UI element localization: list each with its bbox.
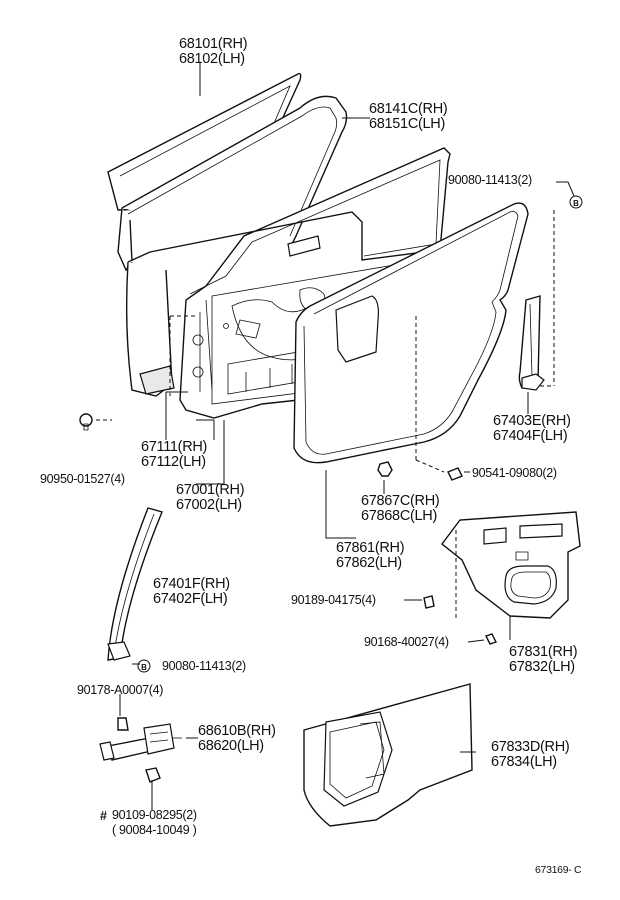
glass-run-drawing bbox=[117, 95, 348, 272]
label-bolt-alt2: ( 90084-10049 ) bbox=[112, 823, 197, 837]
fastener-drawings bbox=[79, 413, 497, 645]
label-nut-a: 90189-04175(4) bbox=[291, 593, 376, 607]
label-door-assy-rh: 67001(RH) bbox=[176, 482, 245, 498]
service-cover-drawing bbox=[303, 683, 473, 827]
door-trim-drawing bbox=[441, 511, 581, 619]
label-clip-left: 90950-01527(4) bbox=[40, 472, 125, 486]
callout-b-bottom: B bbox=[137, 659, 151, 673]
label-inner-panel-lh: 67112(LH) bbox=[141, 454, 206, 470]
label-clip-right: 90541-09080(2) bbox=[472, 466, 557, 480]
label-glass-run-lh: 68151C(LH) bbox=[369, 116, 445, 132]
label-service-sheet-lh: 67834(LH) bbox=[491, 754, 557, 770]
callout-b-top: B bbox=[569, 195, 583, 209]
footnote-mark: # bbox=[100, 809, 107, 823]
label-rear-sash-rh: 67403E(RH) bbox=[493, 413, 571, 429]
svg-text:B: B bbox=[573, 199, 579, 208]
label-checker-lh: 68620(LH) bbox=[198, 738, 264, 754]
label-glass-lh: 68102(LH) bbox=[179, 51, 245, 67]
label-inner-panel-rh: 67111(RH) bbox=[141, 439, 208, 455]
label-seal-clip-lh: 67868C(LH) bbox=[361, 508, 437, 524]
leader-lines bbox=[96, 62, 575, 810]
label-rear-sash-lh: 67404F(LH) bbox=[493, 428, 568, 444]
rear-sash-drawing bbox=[518, 295, 545, 391]
label-bolt-alt1: 90109-08295(2) bbox=[112, 808, 197, 822]
label-weatherstrip-rh: 67861(RH) bbox=[336, 540, 405, 556]
label-door-assy-lh: 67002(LH) bbox=[176, 497, 242, 513]
label-screw-b-bottom: 90080-11413(2) bbox=[162, 659, 246, 673]
label-checker-bolt: 90178-A0007(4) bbox=[77, 683, 164, 697]
label-trim-board-rh: 67831(RH) bbox=[509, 644, 578, 660]
label-checker-rh: 68610B(RH) bbox=[198, 723, 276, 739]
weatherstrip-drawing bbox=[293, 202, 529, 464]
label-screw-b-top: 90080-11413(2) bbox=[448, 173, 532, 187]
label-service-sheet-rh: 67833D(RH) bbox=[491, 739, 570, 755]
front-sash-drawing bbox=[107, 507, 163, 661]
label-weatherstrip-lh: 67862(LH) bbox=[336, 555, 402, 571]
label-glass-run-rh: 68141C(RH) bbox=[369, 101, 448, 117]
label-glass-rh: 68101(RH) bbox=[179, 36, 248, 52]
label-front-sash-rh: 67401F(RH) bbox=[153, 576, 230, 592]
label-seal-clip-rh: 67867C(RH) bbox=[361, 493, 440, 509]
diagram-id: 673169- C bbox=[535, 864, 582, 876]
service-hole-drawing bbox=[335, 295, 379, 363]
door-checker-drawing bbox=[99, 717, 182, 783]
label-front-sash-lh: 67402F(LH) bbox=[153, 591, 228, 607]
label-bolt-a: 90168-40027(4) bbox=[364, 635, 449, 649]
label-trim-board-lh: 67832(LH) bbox=[509, 659, 575, 675]
svg-text:B: B bbox=[141, 663, 147, 672]
